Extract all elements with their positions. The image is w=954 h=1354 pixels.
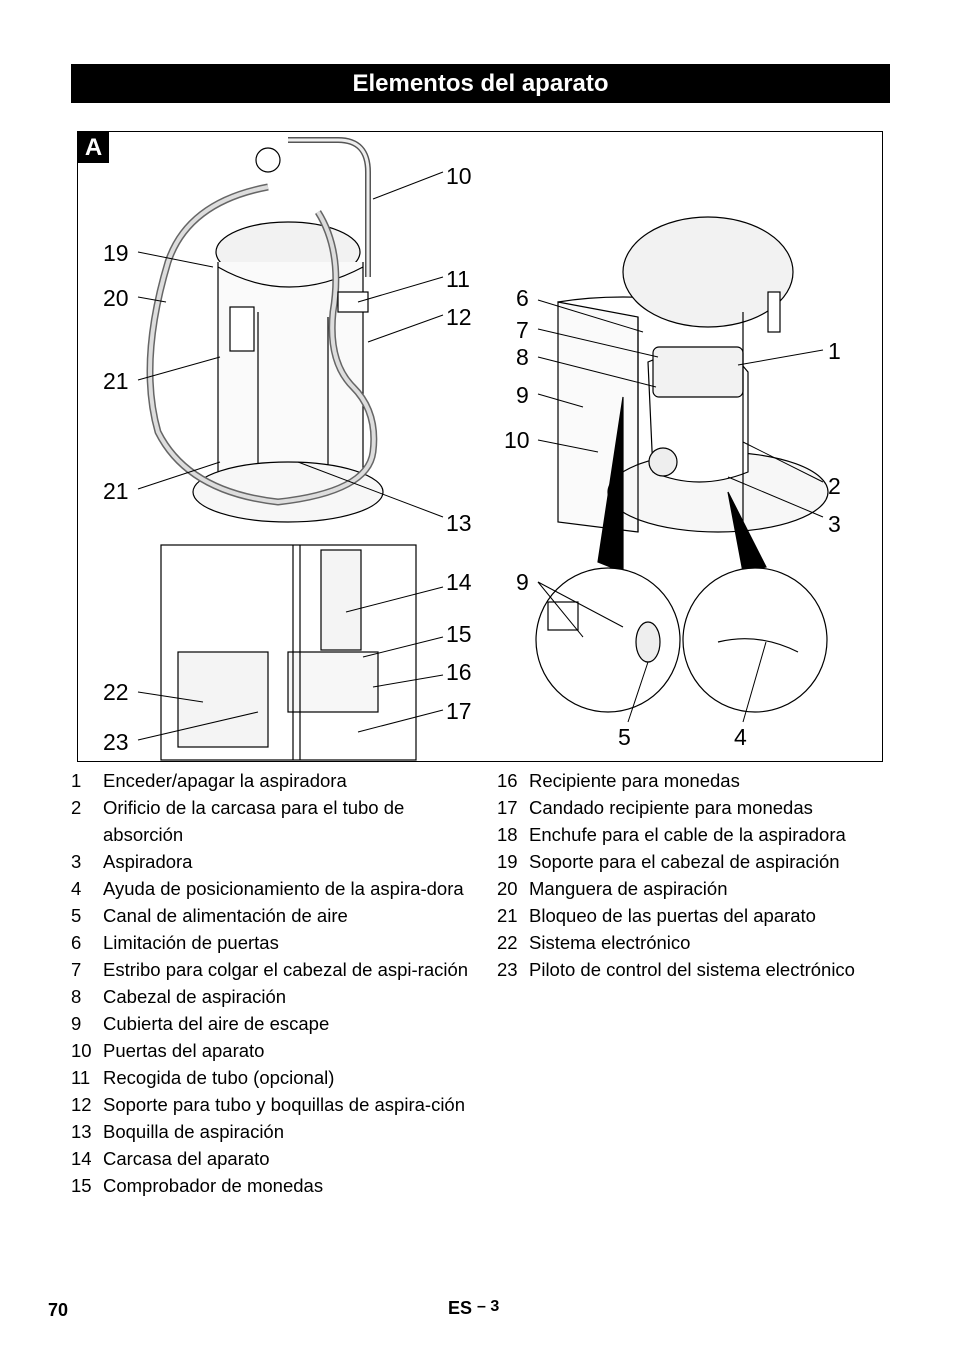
callout-16: 15 <box>446 621 472 647</box>
machine-lid-open <box>622 216 794 328</box>
callout-20: 20 <box>103 285 129 311</box>
callout-21b: 21 <box>103 478 129 504</box>
callout-11: 10 <box>446 163 472 189</box>
section-title: Elementos del aparato <box>71 64 890 103</box>
callout-15: 14 <box>446 569 472 595</box>
callout-9b: 9 <box>516 569 529 595</box>
coin-container <box>287 651 379 713</box>
suction-head <box>652 346 744 398</box>
callout-14: 13 <box>446 510 472 536</box>
callout-9a: 9 <box>516 382 529 408</box>
page-number: 70 <box>48 1300 69 1320</box>
callout-10: 10 <box>504 427 530 453</box>
section-number: – 3 <box>477 1298 500 1315</box>
callout-21a: 21 <box>103 368 129 394</box>
page-language-section: ES – 3 <box>448 1298 499 1319</box>
callout-4: 4 <box>734 724 747 750</box>
callout-12: 11 <box>446 266 470 292</box>
callout-13: 12 <box>446 304 472 330</box>
machine-base <box>192 461 384 523</box>
language-code: ES <box>448 1298 473 1318</box>
illustration-drawing: 10 11 12 13 19 20 21 21 6 7 8 9 10 1 2 3… <box>103 137 841 761</box>
callout-3: 3 <box>828 511 841 537</box>
callout-1: 1 <box>828 338 841 364</box>
detail-circle-positioning <box>682 567 828 713</box>
callout-6: 6 <box>516 285 529 311</box>
coin-tester <box>320 549 362 651</box>
figure-badge: A <box>78 132 109 163</box>
hose-reel <box>255 147 281 173</box>
technical-illustration: 10 11 12 13 19 20 21 21 6 7 8 9 10 1 2 3… <box>77 131 883 762</box>
callout-22: 22 <box>103 679 129 705</box>
control-panel <box>229 306 255 352</box>
callout-7: 7 <box>516 317 529 343</box>
electronics-box <box>177 651 269 748</box>
callout-19: 19 <box>103 240 129 266</box>
callout-17: 16 <box>446 659 472 685</box>
callout-18: 17 <box>446 698 472 724</box>
callout-23: 23 <box>103 729 129 755</box>
callout-8: 8 <box>516 344 529 370</box>
callout-5: 5 <box>618 724 631 750</box>
callout-2: 2 <box>828 473 841 499</box>
